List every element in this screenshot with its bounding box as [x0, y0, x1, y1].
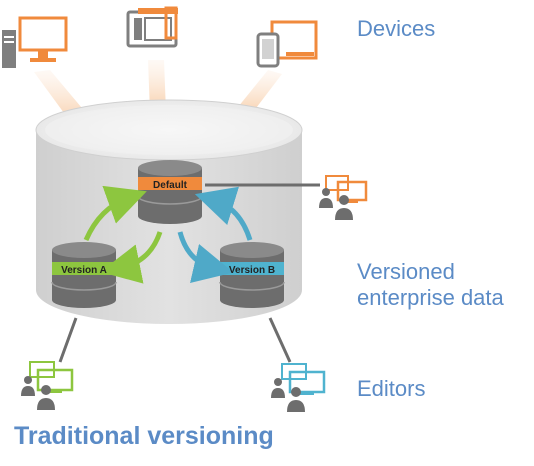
phone-and-tablet-icon	[256, 20, 318, 68]
versioned-enterprise-data-label: Versioned enterprise data	[357, 259, 504, 311]
editor-group-orange-icon	[319, 175, 368, 220]
versioned-label-line2: enterprise data	[357, 285, 504, 310]
default-db-label: Default	[153, 180, 188, 191]
editors-label: Editors	[357, 376, 426, 401]
arrow-default-to-version-a	[100, 231, 163, 284]
desktop-computer-icon	[2, 16, 68, 68]
editor-group-blue-icon	[271, 363, 326, 412]
arrow-default-to-version-b	[177, 231, 234, 283]
version-b-db-label: Version B	[229, 265, 275, 276]
version-a-database	[51, 242, 117, 308]
version-b-database	[219, 242, 285, 308]
editor-group-green-icon	[21, 361, 74, 410]
connector-lines	[58, 183, 320, 363]
arrow-version-b-to-default	[194, 186, 253, 241]
tablet-icon	[126, 6, 178, 48]
devices-label: Devices	[357, 16, 436, 41]
version-a-db-label: Version A	[61, 265, 107, 276]
diagram-title: Traditional versioning	[14, 422, 274, 450]
default-database	[137, 160, 203, 224]
versioned-label-line1: Versioned	[357, 259, 455, 284]
arrow-version-a-to-default	[83, 185, 147, 242]
